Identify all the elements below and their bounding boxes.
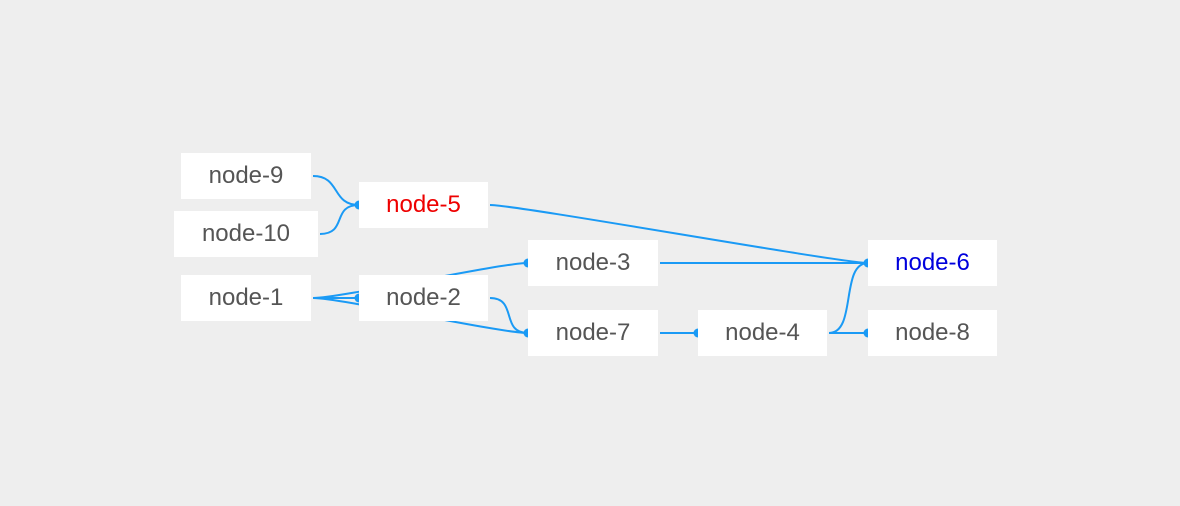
- node-4-box[interactable]: node-4: [698, 310, 827, 356]
- node-2-box[interactable]: node-2: [359, 275, 488, 321]
- node-10-box[interactable]: node-10: [174, 211, 318, 257]
- edge-n5-n6: [489, 204, 869, 264]
- edge-n10-n5: [319, 204, 360, 235]
- node-5-box[interactable]: node-5: [359, 182, 488, 228]
- node-8-box[interactable]: node-8: [868, 310, 997, 356]
- node-6-box[interactable]: node-6: [868, 240, 997, 286]
- node-1-box[interactable]: node-1: [181, 275, 311, 321]
- edge-n4-n6: [828, 262, 869, 334]
- edge-n2-n7: [489, 297, 529, 334]
- edge-n9-n5: [312, 175, 360, 206]
- node-3-box[interactable]: node-3: [528, 240, 658, 286]
- node-7-box[interactable]: node-7: [528, 310, 658, 356]
- node-9-box[interactable]: node-9: [181, 153, 311, 199]
